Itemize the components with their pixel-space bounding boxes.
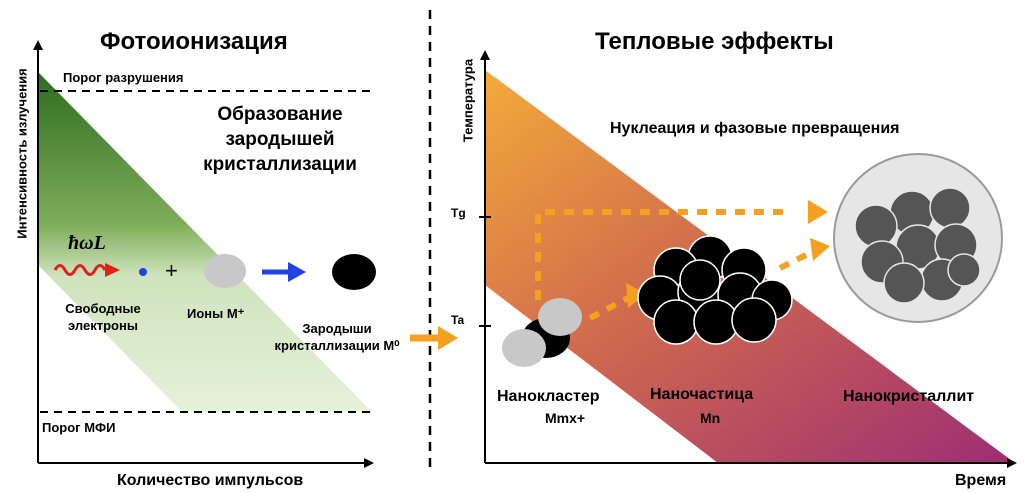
dotted-path-head-2 [626, 283, 646, 308]
nanocluster-label: Нанокластер [497, 388, 600, 405]
dotted-path-head-3 [810, 238, 830, 261]
left-region-label: Образование зародышей кристаллизации [203, 104, 357, 175]
dotted-path-head-1 [808, 200, 828, 224]
right-x-axis-label: Время [955, 472, 1007, 489]
connect-arrowhead [438, 326, 458, 350]
left-region-band [38, 72, 372, 412]
right-region-label: Нуклеация и фазовые превращения [610, 120, 900, 137]
nuclei-label: Зародыши кристаллизации M⁰ [274, 321, 400, 353]
left-y-axis-label: Интенсивность излучения [14, 68, 30, 239]
tick-ta-label: Ta [451, 313, 465, 327]
left-x-axis-label: Количество импульсов [117, 472, 304, 489]
nanoparticle-formula: Mn [700, 410, 721, 426]
nanocluster-formula: Mmx+ [545, 410, 586, 426]
photon-arrowhead [105, 263, 120, 277]
nanoparticle-cluster [637, 235, 793, 345]
dotted-path-diag-2 [778, 249, 814, 271]
left-title: Фотоионизация [100, 28, 288, 55]
lower-threshold-label: Порог МФИ [42, 420, 116, 435]
nanocrystallite-core [854, 187, 981, 304]
tick-tg-label: Tg [451, 206, 466, 220]
nanocrystallite-label: Нанокристаллит [843, 388, 975, 405]
right-title: Тепловые эффекты [595, 28, 834, 55]
cluster-gray-top [538, 298, 582, 336]
plus-sign: + [165, 258, 178, 283]
photon-wave [53, 264, 107, 276]
right-y-axis-label: Температура [460, 58, 476, 143]
free-electrons-label: Свободные электроны [65, 301, 141, 333]
nanoparticle-label: Наночастица [650, 386, 754, 403]
blue-arrowhead [288, 262, 306, 282]
ion-particle [204, 254, 246, 288]
nucleus-particle [332, 254, 376, 290]
upper-threshold-label: Порог разрушения [63, 70, 184, 85]
photon-symbol: ħωL [68, 232, 106, 254]
dotted-path-vertical [535, 209, 790, 300]
dotted-path-diag-1 [588, 295, 630, 321]
cluster-gray-left [502, 329, 546, 367]
free-electron-dot [139, 268, 147, 276]
ions-label: Ионы M⁺ [187, 306, 245, 321]
